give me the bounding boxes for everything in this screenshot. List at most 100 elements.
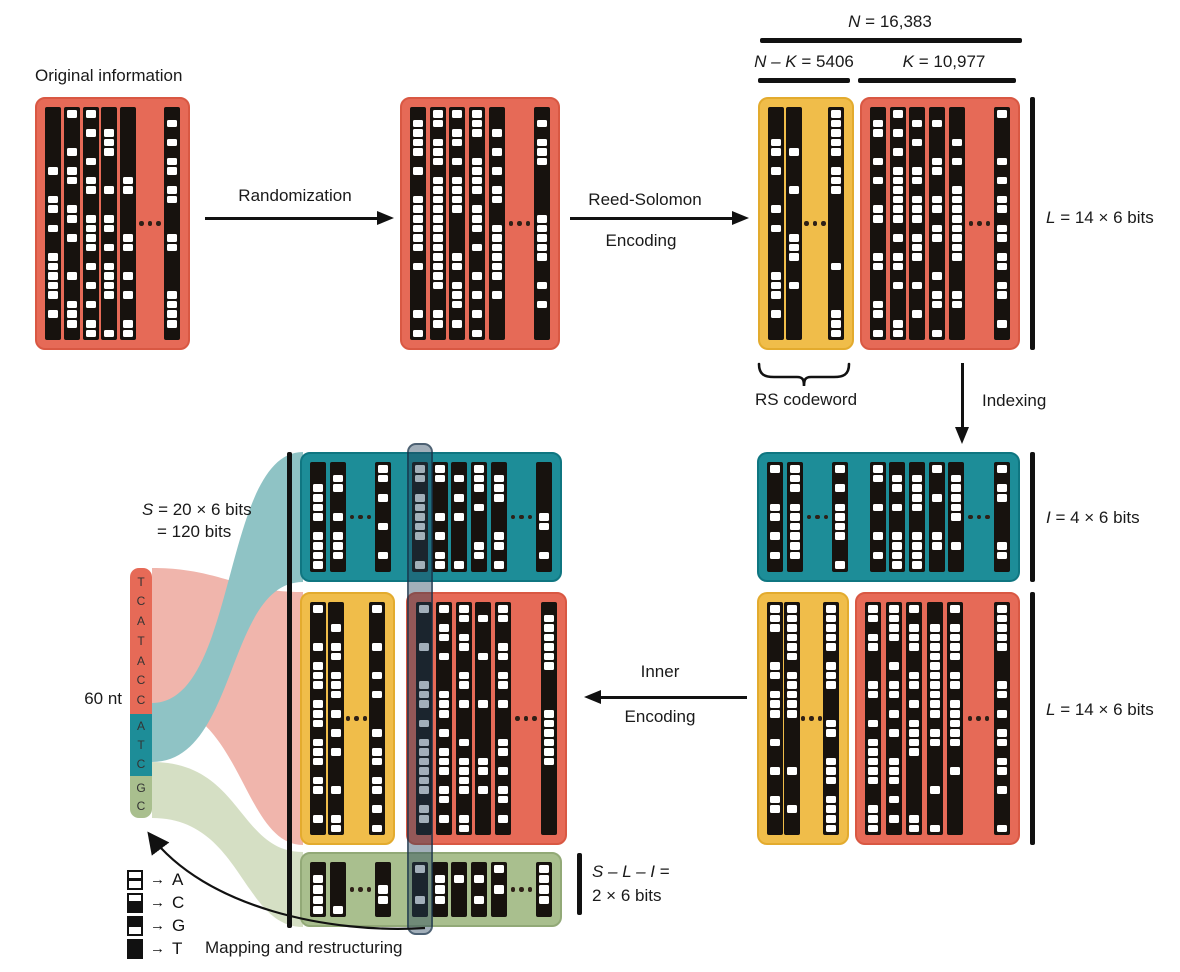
n-minus-k-bar [758,78,850,83]
bit-cell [166,320,177,328]
bit-cell [786,681,797,689]
sli-bar [577,853,582,915]
bit-cell [435,523,445,531]
bit-cell [167,225,177,233]
bit-cell [770,748,780,756]
bit-cell [892,186,903,194]
bit-cell [912,465,922,473]
bit-cell [950,815,960,823]
bit-cell [539,906,549,914]
bit-cell [873,494,883,502]
bit-cell [892,110,903,118]
bit-cell [166,167,177,175]
bit-cell [771,148,781,156]
bit-cell [471,291,482,299]
bit-cell [909,815,919,823]
bit-cell [371,643,382,651]
bit-cell [439,643,449,651]
bit-cell [332,551,343,560]
bit-cell [48,272,58,280]
bit-cell [434,465,445,473]
bit-cell [952,310,962,318]
bit-cell [825,662,836,670]
bit-cell [66,215,77,223]
bit-cell [415,513,426,521]
nucleotide-letter: G [136,781,146,796]
bit-cell [167,330,177,338]
bit-cell [419,738,429,747]
bit-cell [952,167,962,175]
indexing-arrowhead [955,427,969,444]
bit-cell [471,310,482,319]
bit-cell [892,234,903,242]
bit-cell [997,748,1007,756]
bit-cell [997,662,1007,670]
bit-cell [873,148,883,156]
bit-cell [825,776,836,785]
reed-solomon-arrowhead [732,211,749,225]
bit-cell [48,330,58,338]
bit-cell [952,320,962,328]
bit-cell [771,320,781,328]
bit-cell [491,272,502,280]
bit-cell [770,786,780,794]
bit-cell [771,167,781,175]
bit-cell [85,329,96,338]
bit-cell [770,634,780,642]
bit-cell [770,605,780,613]
bit-cell [458,700,469,709]
bit-cell [167,263,177,271]
bit-cell [123,196,133,204]
bit-cell [888,729,899,737]
bit-cell [893,310,903,318]
bit-cell [892,320,903,328]
bit-cell [471,157,482,166]
bit-cell [434,885,445,894]
bit-cell [333,896,343,904]
bit-cell [831,110,841,118]
bit-cell [930,805,940,813]
bit-cell [538,885,549,894]
bit-cell [912,110,922,118]
bit-cell [544,777,554,785]
bit-cell [543,719,554,728]
bit-cell [459,624,469,632]
bit-cell [419,748,429,756]
bit-cell [770,662,780,670]
bit-cell [330,710,341,718]
bit-cell [951,215,962,223]
l-bottom-label: L = 14 × 6 bits [1046,700,1154,719]
bit-cell [494,523,504,531]
bit-cell [537,167,547,175]
bit-cell [459,662,469,670]
bit-cell [932,320,942,328]
bit-cell [471,129,482,137]
bit-cell [458,815,469,823]
bit-cell [789,291,799,299]
bit-cell [313,681,323,689]
bit-cell [415,532,426,541]
bit-cell [313,738,323,747]
bit-cell [166,243,177,252]
bit-cell [835,503,846,512]
bit-cell [48,215,58,223]
bit-cell [912,234,923,242]
bit-cell [952,282,962,290]
bit-cell [873,186,883,194]
bit-cell [434,875,445,884]
bit-cell [435,494,445,502]
bit-cell [996,205,1007,214]
bit-cell [996,176,1007,185]
bit-cell [912,513,922,521]
bit-cell [888,633,899,642]
bit-cell [889,653,899,661]
bit-cell [166,310,177,319]
bit-cell [932,523,942,531]
bit-cell [498,691,508,699]
bit-cell [377,474,388,483]
bit-cell [123,167,133,175]
bit-cell [458,757,469,766]
bit-cell [67,139,77,147]
bit-cell [48,177,58,185]
bit-cell [491,253,502,261]
